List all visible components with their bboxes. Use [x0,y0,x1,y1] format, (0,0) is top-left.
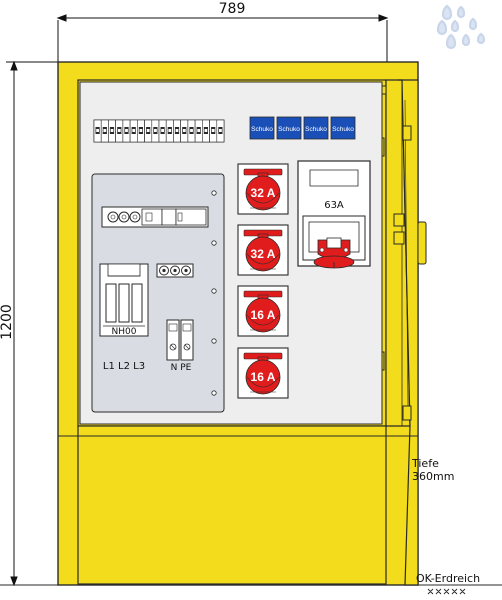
schuko-socket: Schuko [330,116,356,140]
panel-screws [211,190,217,396]
schuko-socket: Schuko [249,116,275,140]
breaker-module [144,119,153,143]
big-socket-label: 63A [324,200,344,211]
breaker-module [165,119,174,143]
schuko-socket: Schuko [303,116,329,140]
breaker-module [173,119,181,143]
cee-socket-label: 16 A [251,370,276,384]
cee-socket: 32 A [237,224,289,276]
depth-title: Tiefe [411,457,439,470]
breaker-module [216,119,225,143]
cee-socket: 32 A [237,163,289,215]
depth-value: 360mm [412,470,454,483]
schuko-label: Schuko [278,126,300,133]
nh00-fuse-switch [99,263,149,337]
meter-module [101,206,209,228]
n-pe-terminals [166,319,194,361]
cee-socket-label: 32 A [251,247,276,261]
breaker-module [209,119,218,143]
schuko-label: Schuko [305,126,327,133]
schuko-label: Schuko [251,126,273,133]
breaker-module [202,119,210,143]
breaker-module [122,119,131,143]
breaker-module [194,119,203,143]
terminal-labels: N PE [171,363,192,373]
cee-socket-column: 32 A 32 A 16 A 16 A [237,163,289,399]
breaker-module [100,119,109,143]
phase-labels: L1 L2 L3 [103,361,145,372]
fuse-label: NH00 [112,327,137,337]
breaker-module [129,119,138,143]
breaker-module [93,119,102,143]
door-handle-icon [417,221,427,265]
breaker-row [93,119,225,143]
cee-socket-label: 16 A [251,308,276,322]
schuko-socket: Schuko [276,116,302,140]
height-label: 1200 [0,304,15,340]
big-socket-63a [297,160,371,269]
schuko-socket-row: Schuko Schuko Schuko Schuko [249,116,356,140]
water-drops-logo-icon [436,4,486,50]
breaker-module [137,119,145,143]
cee-socket: 16 A [237,285,289,337]
cabinet-base [77,425,387,585]
breaker-module [187,119,196,143]
cee-socket-label: 32 A [251,186,276,200]
terminal-block-top [156,263,194,278]
breaker-module [151,119,160,143]
breaker-module [108,119,116,143]
width-dimension [56,14,389,62]
breaker-module [180,119,189,143]
schuko-label: Schuko [332,126,354,133]
cee-socket: 16 A [237,347,289,399]
ground-hatch-icon [427,588,466,595]
ground-label: OK-Erdreich [416,572,480,585]
width-label: 789 [219,1,246,17]
breaker-module [158,119,167,143]
breaker-module [115,119,124,143]
